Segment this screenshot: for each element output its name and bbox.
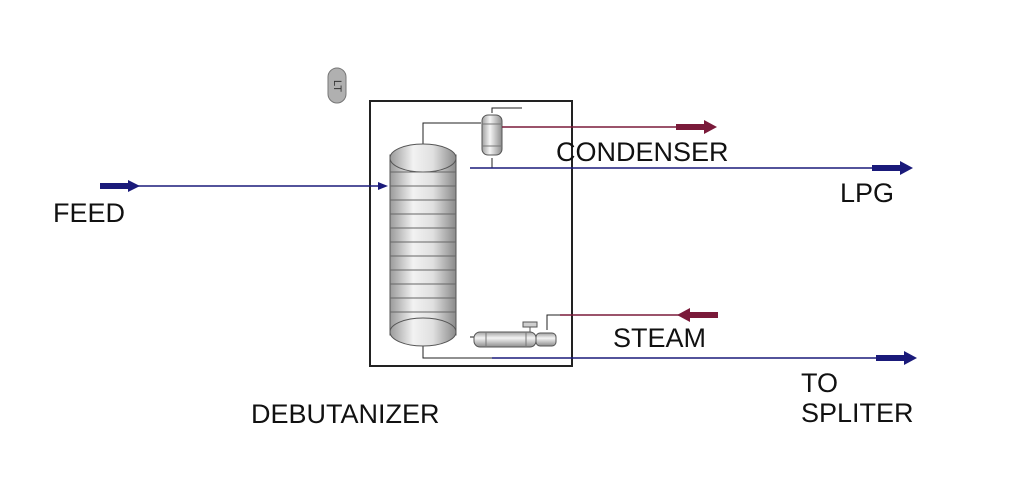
level-transmitter-tag[interactable]: LT	[327, 67, 347, 104]
column-trays	[390, 171, 456, 313]
arrow-right-icon	[128, 180, 140, 192]
feed-stream[interactable]	[100, 180, 388, 192]
condenser-label: CONDENSER	[556, 137, 729, 167]
feed-label: FEED	[53, 198, 126, 228]
steam-utility-stream[interactable]	[560, 308, 718, 322]
distillation-column[interactable]	[389, 143, 457, 347]
unit-name-label: DEBUTANIZER	[251, 399, 440, 429]
steam-label: STEAM	[613, 323, 707, 353]
condenser-utility-stream[interactable]	[502, 120, 717, 134]
debutanizer-boundary[interactable]	[369, 100, 573, 367]
to-spliter-label-line2: SPLITER	[801, 398, 914, 428]
arrow-right-icon	[904, 351, 917, 365]
condenser-drum[interactable]	[481, 114, 503, 156]
to-spliter-label-line1: TO	[801, 368, 839, 398]
arrow-right-icon	[900, 161, 913, 175]
tag-text: LT	[331, 80, 343, 92]
lpg-label: LPG	[840, 178, 895, 208]
arrow-right-icon	[704, 120, 717, 134]
reboiler[interactable]	[473, 321, 557, 348]
lpg-stream[interactable]	[470, 161, 913, 175]
bottoms-stream[interactable]	[492, 351, 917, 365]
arrow-left-icon	[677, 308, 690, 322]
arrow-right-icon	[378, 182, 388, 190]
tag-bubble-icon	[327, 67, 347, 104]
